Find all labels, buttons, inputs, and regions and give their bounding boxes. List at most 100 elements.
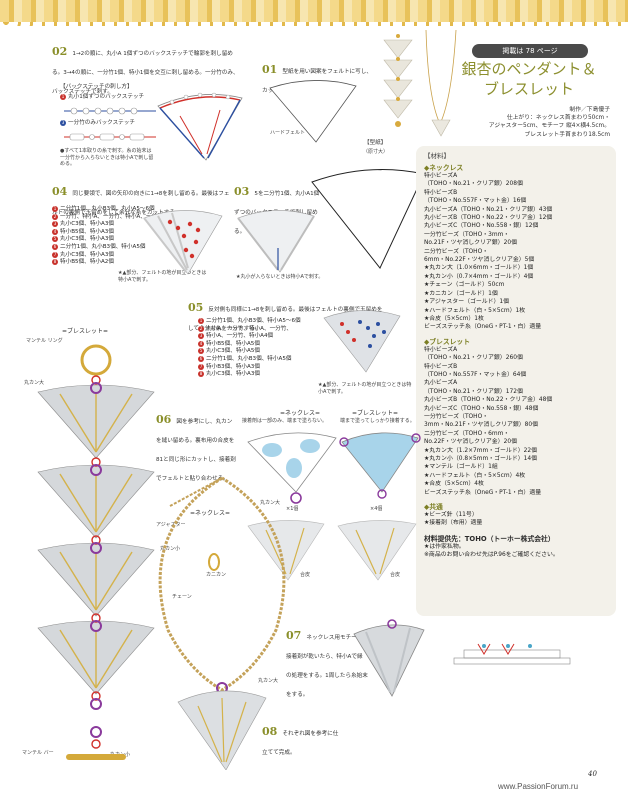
credit-line: ブレスレット手首まわり18.5cm xyxy=(524,131,610,138)
material-line: （TOHO・No.557F・マット金）16個 xyxy=(424,198,527,205)
gold-bead-line xyxy=(95,393,133,453)
step-06-ring-label: 丸カン大 xyxy=(260,500,281,506)
step-dot-icon: 3 xyxy=(52,221,58,228)
felt-label: ハードフェルト xyxy=(270,130,306,136)
step-dot-icon: 5 xyxy=(198,348,204,355)
necklace-ring-big-label: 丸カン大 xyxy=(258,678,279,684)
step-dot-icon: 7 xyxy=(52,251,58,258)
stitch-step-text: 丸小C3個、特小A3個 xyxy=(206,371,261,378)
material-line: 丸小ビーズA xyxy=(424,380,458,387)
step-number: 04 xyxy=(52,185,68,198)
material-line: 一分竹ビーズ（TOHO・ xyxy=(424,413,489,420)
step-04: 04 同じ要領で、図の矢印の向きに1→8を刺し留める。最後はフェルトの裏側で玉留… xyxy=(52,180,230,218)
backstitch-note: ●すべて1本取りの糸で刺す。糸の始末は一分竹から入らないときは特小Aで刺し留める… xyxy=(60,148,154,168)
gold-bead-line xyxy=(95,629,133,689)
step-08: 08 それぞれ図を参考に仕立てて完成。 xyxy=(262,720,342,758)
material-line: 丸小ビーズC（TOHO・No.558・銀）48個 xyxy=(424,405,539,412)
material-line: 特小ビーズA xyxy=(424,173,458,179)
adjuster-label: アジャスター xyxy=(156,522,186,528)
step-dot-icon: 6 xyxy=(52,243,58,250)
step-07: 07 ネックレス用モチーフは接着剤が乾いたら、特小Aで縁の処理をする。1周したら… xyxy=(286,624,368,700)
step-dot-icon: 1 xyxy=(60,94,66,100)
step-06: 06 図を参考にし、丸カンを縫い留める。裏布用の合皮を81と同じ形にカットし、接… xyxy=(156,408,236,484)
step-text: 反対側も同様に1→8を刺し留める。最後はフェルトの裏側で玉留めをして余分な糸をカ… xyxy=(188,307,383,332)
material-line: 丸小ビーズB（TOHO・No.22・クリア金）48個 xyxy=(424,397,553,404)
step-06-necklace-note: 接着剤は一部のみ、端まで塗らない。 xyxy=(242,418,328,424)
step-dot-icon: 8 xyxy=(52,259,58,266)
step-06-necklace-label: =ネックレス= xyxy=(280,410,321,417)
material-line: ★ハードフェルト（白・5×5cm）1枚 xyxy=(424,307,526,314)
credit-line: アジャスター5cm、モチーフ 縦4×横4.5cm。 xyxy=(488,123,610,130)
step-06-bracelet-note: 端まで塗ってしっかり接着する。 xyxy=(340,418,415,424)
material-line: 二分竹ビーズ（TOHO・6mm・ xyxy=(424,430,510,437)
mantel-bar-label: マンテル バー xyxy=(22,750,54,756)
step-06-bracelet-label: =ブレスレット= xyxy=(352,410,399,417)
materials-heading: 【材料】 xyxy=(424,152,450,160)
materials-note-1: ★は作家私物。 xyxy=(424,543,465,550)
material-line: （TOHO・No.21・クリア銀）172個 xyxy=(424,388,523,395)
step-05: 05 反対側も同様に1→8を刺し留める。最後はフェルトの裏側で玉留めをして余分な… xyxy=(188,296,388,334)
step-dot-icon: 1 xyxy=(198,318,204,324)
stitch-step-text: 二分竹1個、丸小B3個、特小A5個 xyxy=(206,355,292,362)
step-number: 02 xyxy=(52,45,68,58)
stitch-step-text: 特小B5個、特小A5個 xyxy=(206,340,260,347)
step-06-count-necklace: ×1個 xyxy=(286,506,299,512)
step-06-count-bracelet: ×4個 xyxy=(370,506,383,512)
felt-cut-diagram xyxy=(269,80,357,143)
page-reference-badge: 掲載は 78 ページ xyxy=(472,44,588,58)
step-number: 07 xyxy=(286,629,302,642)
step-text: ネックレス用モチーフは接着剤が乾いたら、特小Aで縁の処理をする。1周したら糸始末… xyxy=(286,635,368,698)
backstitch-box-title: 【バックステッチの刺し方】 xyxy=(60,84,133,90)
stitch-step-text: 特小A、一分竹、特小A4個 xyxy=(206,333,274,340)
bracelet-glue-diagram xyxy=(339,432,421,499)
material-line: 6mm・No.22F・ツヤ消しクリア金）5個 xyxy=(424,257,535,264)
banner-lace-edge xyxy=(0,22,628,26)
material-line: ★アジャスター（ゴールド）1個 xyxy=(424,299,510,306)
backstitch-diagram-1 xyxy=(64,107,156,115)
step-dot-icon: 3 xyxy=(60,120,66,126)
step-text: 同じ要領で、図の矢印の向きに1→8を刺し留める。最後はフェルトの裏側で玉留めをし… xyxy=(52,191,230,216)
step-text: それぞれ図を参考に仕立てて完成。 xyxy=(262,731,339,756)
bead-layer-diagram xyxy=(453,643,571,665)
gold-bead-line xyxy=(59,473,97,533)
backstitch-sub1: 丸小1個ずつのバックステッチ xyxy=(68,94,145,100)
necklace-glue-diagram xyxy=(247,432,337,504)
materials-note-2: ※商品のお問い合わせ先はP.96をご確認ください。 xyxy=(424,552,559,559)
step-04-note: ★▲部分、フェルトの地が目立つときは特小Aで刺す。 xyxy=(118,270,207,283)
title-line2: ブレスレット xyxy=(483,80,574,98)
watermark: www.PassionForum.ru xyxy=(498,782,579,791)
material-line: ★丸カン大（1.2×7mm・ゴールド）22個 xyxy=(424,447,537,454)
material-line: ★ビーズ針（11号） xyxy=(424,512,478,519)
stitch-step-text: 特小B3個、特小A3個 xyxy=(206,363,260,370)
material-line: ビーズステッチ糸（OneG・PT-1・白）適量 xyxy=(424,489,542,496)
material-line: No.21F・ツヤ消しクリア銀）20個 xyxy=(424,240,517,247)
necklace-heading: ◆ネックレス xyxy=(424,164,464,172)
step-number: 06 xyxy=(156,413,172,426)
floral-banner xyxy=(0,0,628,22)
step-number: 05 xyxy=(188,301,204,314)
kanikan-label: カニカン xyxy=(206,572,227,578)
bracelet-materials: 特小ビーズA（TOHO・No.21・クリア銀）260個特小ビーズB（TOHO・N… xyxy=(424,346,608,497)
material-line: ★カニカン（ゴールド）1個 xyxy=(424,290,498,297)
bracelet-heading: ◆ブレスレット xyxy=(424,337,471,346)
material-line: No.22F・ツヤ消しクリア金）20個 xyxy=(424,439,517,446)
stitch-step-text: 二分竹1個、丸小B3個、特小A5個 xyxy=(60,243,146,250)
fan-outline-diagram xyxy=(157,92,243,161)
step-number: 01 xyxy=(262,63,278,76)
step-text: 1→2の順に、丸小A 1個ずつのバックステッチで輪郭を刺し留める。3→4の順に、… xyxy=(52,51,239,95)
material-line: ★接着剤（布用）適量 xyxy=(424,520,483,527)
material-line: ★丸カン小（0.7×4mm・ゴールド）4個 xyxy=(424,273,534,280)
step-dot-icon: 5 xyxy=(52,236,58,243)
supplier-text: 材料提供先：TOHO（トーホー株式会社） xyxy=(424,534,555,543)
step-dot-icon: 1 xyxy=(52,206,58,212)
common-materials: ★ビーズ針（11号）★接着剤（布用）適量 xyxy=(424,511,608,528)
